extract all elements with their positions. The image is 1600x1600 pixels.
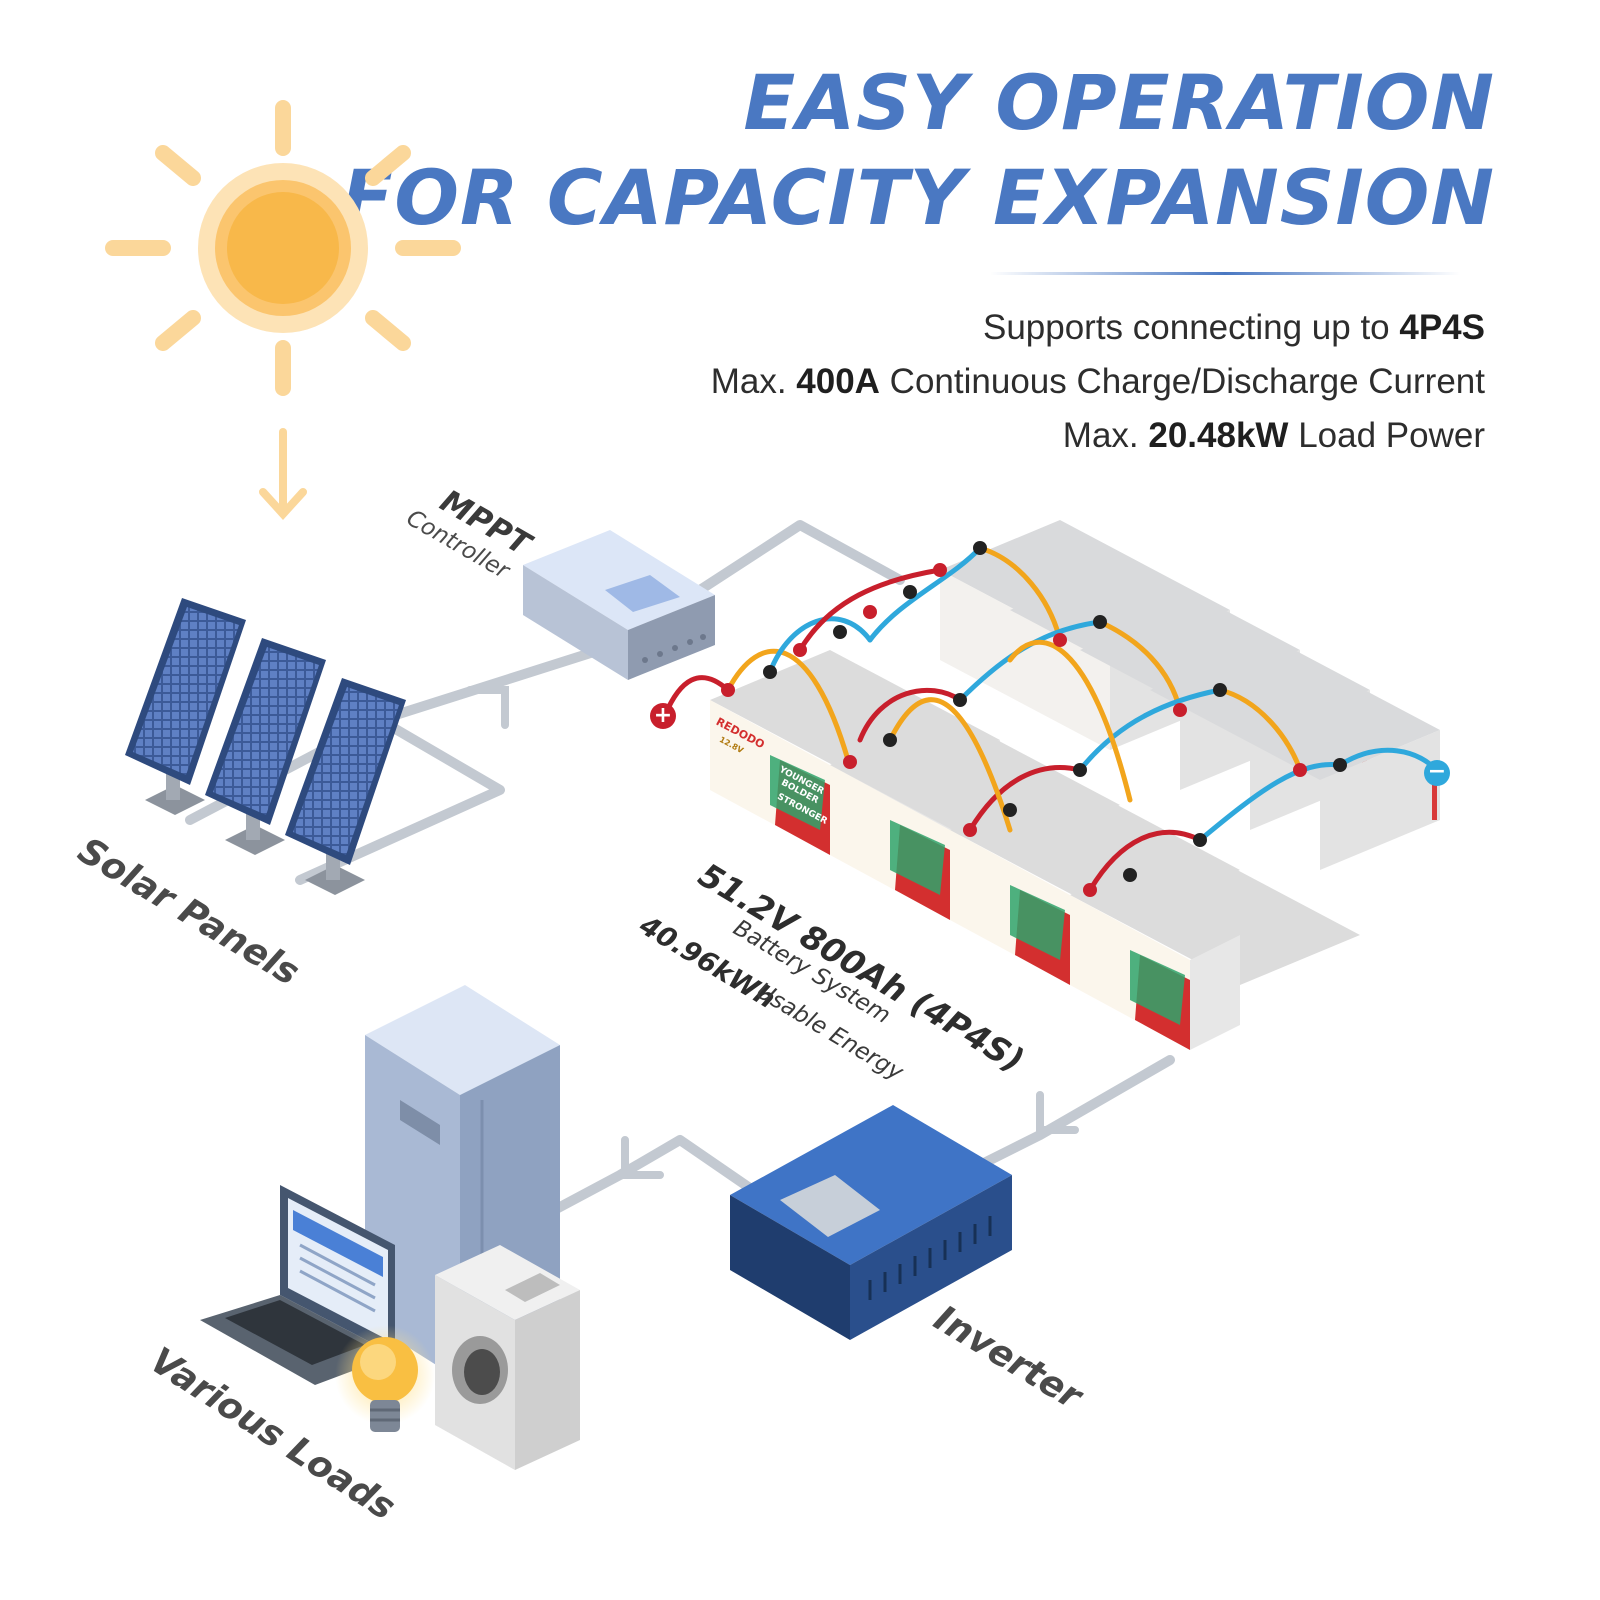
sun-arrow-icon: [259, 428, 307, 520]
washer-icon: [435, 1245, 580, 1470]
headline-underline: [990, 272, 1460, 275]
spec-line-3: Max. 20.48kW Load Power: [1062, 416, 1485, 455]
flow-line-battery-to-inverter: [955, 1055, 1175, 1180]
flow-line-panels-bottom: [295, 715, 505, 885]
arrow-to-loads: [621, 1136, 664, 1179]
battery-icon: [1150, 640, 1440, 870]
sun-icon: [105, 100, 461, 396]
positive-terminal-icon: +: [650, 703, 676, 729]
flow-line-inverter-to-loads: [540, 1135, 765, 1220]
spec-line-1: Supports connecting up to 4P4S: [982, 308, 1485, 347]
solar-panel-icon: [285, 678, 406, 895]
flow-line-mppt-to-battery: [695, 520, 905, 595]
mppt-controller-icon: [523, 530, 715, 680]
battery-terminals: [721, 541, 1347, 897]
arrow-to-mppt: [466, 686, 509, 729]
bulb-icon: [335, 1325, 435, 1432]
inverter-icon: [730, 1105, 1012, 1340]
solar-panel-icon: [125, 598, 246, 815]
headline-line-2: FOR CAPACITY EXPANSION: [341, 153, 1495, 242]
flow-arrows: [466, 686, 1079, 1179]
battery-bank: [662, 520, 1441, 1050]
battery-icon: [1070, 845, 1360, 1050]
headline-line-1: EASY OPERATION: [743, 58, 1495, 147]
solar-panels-group: [125, 598, 406, 895]
spec-line-2: Max. 400A Continuous Charge/Discharge Cu…: [710, 362, 1485, 401]
arrow-to-inverter: [1036, 1091, 1079, 1134]
negative-terminal-icon: −: [1424, 760, 1450, 786]
solar-panel-icon: [205, 638, 326, 855]
battery-cables: [662, 545, 1441, 893]
